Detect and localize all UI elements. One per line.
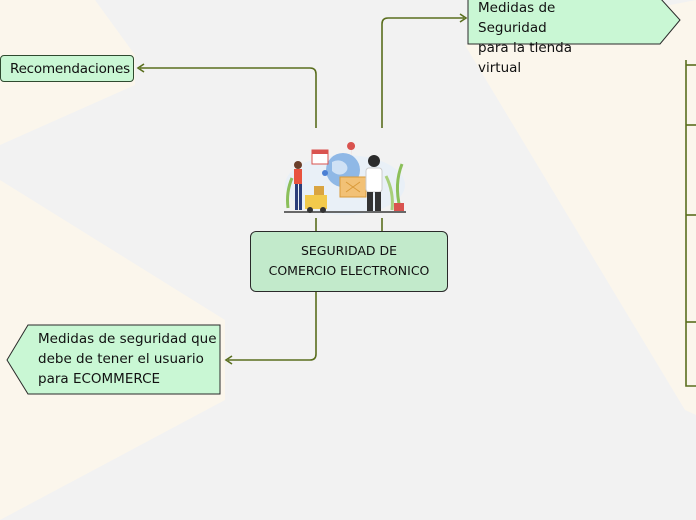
connectors [140, 17, 696, 387]
ecommerce-illustration [284, 142, 406, 215]
connector-tienda [381, 17, 464, 128]
node-recomendaciones-label: Recomendaciones [10, 61, 130, 77]
node-usuario[interactable]: Medidas de seguridad que debe de tener e… [38, 329, 218, 389]
node-tienda-line1: Medidas de Seguridad [478, 0, 556, 36]
node-tienda-shape[interactable] [467, 0, 681, 45]
connector-usuario [228, 292, 317, 361]
region-right [465, 0, 696, 415]
node-tienda-line2: para la tienda virtual [478, 40, 573, 76]
node-usuario-line2: debe de tener el usuario [38, 351, 204, 367]
connector-right-bracket [685, 60, 696, 387]
arrow-usuario [224, 355, 233, 365]
node-usuario-shape[interactable] [6, 324, 221, 395]
arrowheads [136, 13, 468, 365]
arrow-tienda [459, 13, 468, 23]
forklift-icon [305, 195, 327, 209]
location-pin-icon-2 [322, 170, 328, 176]
node-center[interactable]: SEGURIDAD DE COMERCIO ELECTRONICO [250, 231, 448, 292]
node-recomendaciones[interactable]: Recomendaciones [0, 55, 134, 82]
arrow-recomendaciones [136, 63, 145, 73]
location-pin-icon [347, 142, 356, 157]
node-usuario-line3: para ECOMMERCE [38, 371, 161, 387]
node-center-line1: SEGURIDAD DE [300, 243, 398, 258]
node-center-line2: COMERCIO ELECTRONICO [268, 263, 430, 278]
node-usuario-line1: Medidas de seguridad que [38, 331, 217, 347]
connector-recomendaciones [140, 67, 317, 128]
node-tienda[interactable]: Medidas de Seguridad para la tienda virt… [469, 0, 619, 78]
